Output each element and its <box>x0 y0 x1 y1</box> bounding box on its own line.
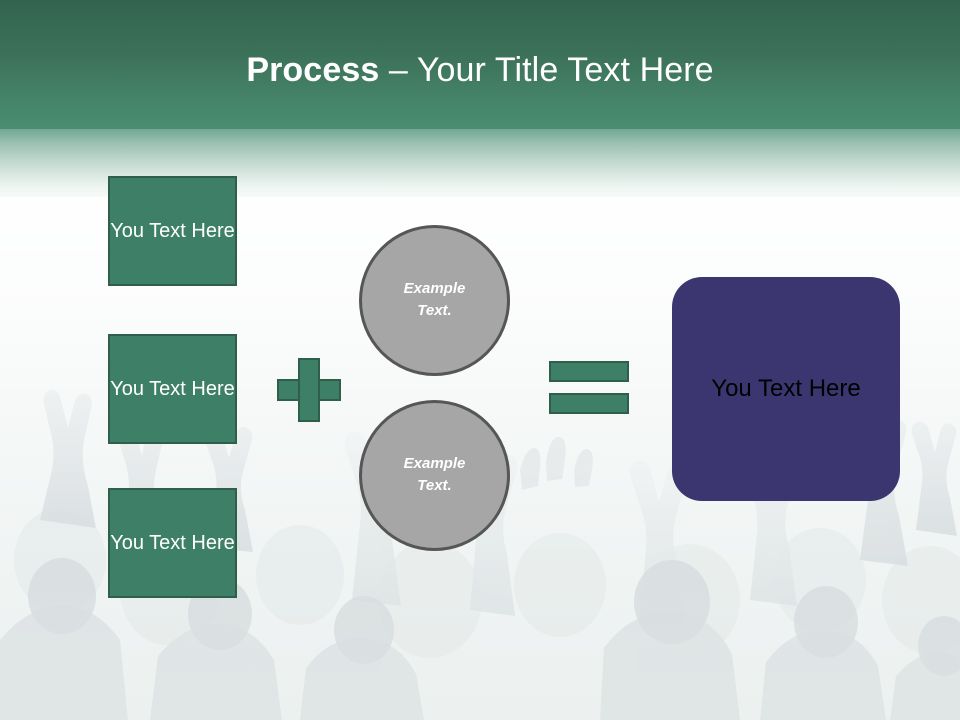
header-band <box>0 0 960 129</box>
input-box-1[interactable]: You Text Here <box>108 176 237 286</box>
input-box-3[interactable]: You Text Here <box>108 488 237 598</box>
result-box-label: You Text Here <box>711 375 861 402</box>
example-circle-2-line1: Example <box>403 454 466 472</box>
example-circle-1-line2: Text. <box>417 301 452 319</box>
equals-icon <box>549 361 629 414</box>
equals-icon-top-bar <box>549 361 629 382</box>
input-box-3-label: You Text Here <box>110 531 235 554</box>
plus-icon-center <box>300 381 318 399</box>
page-title-emphasis: Process <box>246 51 380 89</box>
input-box-2-label: You Text Here <box>110 377 235 400</box>
plus-icon <box>277 358 341 422</box>
result-box[interactable]: You Text Here <box>672 277 900 501</box>
example-circle-2-line2: Text. <box>417 476 452 494</box>
input-box-2[interactable]: You Text Here <box>108 334 237 444</box>
page-title: Process – Your Title Text Here <box>0 49 960 91</box>
example-circle-1-line1: Example <box>403 279 466 297</box>
equals-icon-bottom-bar <box>549 393 629 414</box>
input-box-1-label: You Text Here <box>110 219 235 242</box>
page-title-rest: – Your Title Text Here <box>379 51 714 89</box>
